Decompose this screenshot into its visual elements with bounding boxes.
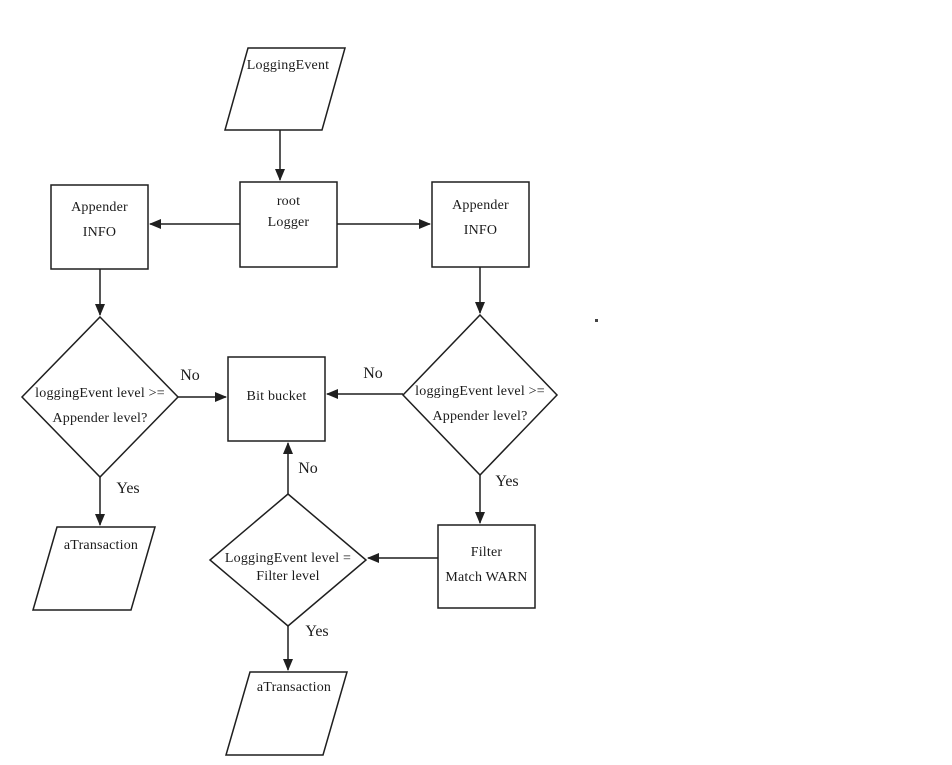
appender-left-label: Appender INFO bbox=[71, 200, 128, 240]
transaction-bottom-parallelogram bbox=[225, 671, 348, 756]
edge-label-right-no: No bbox=[363, 365, 383, 382]
edge-label-bottom-yes: Yes bbox=[305, 623, 329, 640]
transaction-left-parallelogram bbox=[32, 526, 156, 611]
appender-right-box bbox=[431, 181, 530, 268]
appender-right-label: Appender INFO bbox=[452, 198, 509, 238]
transaction-bottom-label: aTransaction bbox=[256, 680, 332, 695]
decision-filter-label: LoggingEvent level = Filter level bbox=[224, 551, 352, 584]
transaction-left-label: aTransaction bbox=[63, 538, 139, 553]
filter-box bbox=[437, 524, 536, 609]
filter-label: Filter Match WARN bbox=[445, 545, 528, 585]
bit-bucket-box bbox=[227, 356, 326, 442]
stray-dot-artifact bbox=[595, 319, 598, 322]
root-logger-label: root Logger bbox=[267, 194, 310, 230]
decision-appender-left-label: loggingEvent level >= Appender level? bbox=[35, 386, 165, 426]
decision-appender-right-label: loggingEvent level >= Appender level? bbox=[415, 384, 545, 424]
edge-label-middle-no: No bbox=[298, 460, 318, 477]
edge-label-left-no: No bbox=[180, 367, 200, 384]
logging-event-parallelogram bbox=[224, 47, 346, 131]
edge-label-left-yes: Yes bbox=[116, 480, 140, 497]
edge-label-right-yes: Yes bbox=[495, 473, 519, 490]
logging-event-label: LoggingEvent bbox=[246, 58, 330, 73]
bit-bucket-label: Bit bucket bbox=[246, 389, 307, 404]
